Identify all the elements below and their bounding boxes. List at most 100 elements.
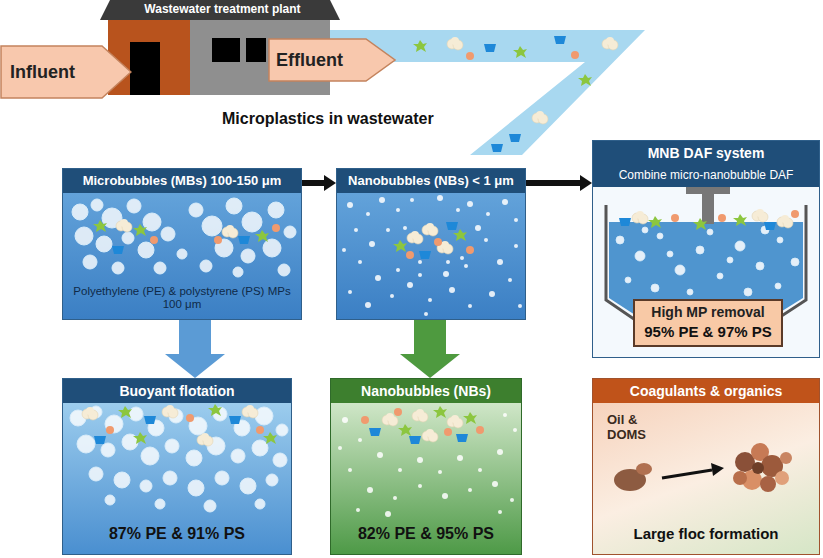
microbubbles [91, 199, 103, 211]
node-heading: Buoyant flotation [63, 379, 291, 403]
flotation-bubbles [122, 434, 138, 450]
nanobubbles [348, 468, 352, 472]
microbubbles [268, 202, 284, 218]
microplastic-particles [82, 404, 277, 446]
microplastic-particles [393, 222, 474, 259]
nanobubbles [367, 487, 373, 493]
floc-cluster [733, 443, 792, 492]
microplastic-particles [406, 251, 414, 259]
microplastic-particles [222, 225, 238, 238]
flotation-bubbles [141, 447, 159, 465]
tank-bubbles [727, 257, 733, 263]
tank-bubbles [616, 226, 799, 296]
flotation-bubbles [276, 424, 288, 436]
nanobubbles [438, 470, 442, 474]
microplastic-particles [446, 222, 458, 230]
microplastic-particles [82, 407, 98, 420]
tank-bubbles [675, 265, 685, 275]
microbubbles [112, 262, 124, 274]
floated-microplastics [791, 210, 799, 218]
tank-bubbles [761, 226, 769, 234]
microbubbles [189, 203, 203, 217]
flotation-bubbles [204, 500, 216, 512]
microplastic-particles [118, 406, 132, 418]
nanobubbles [446, 260, 450, 264]
microplastic-particles [93, 219, 280, 254]
flotation-bubbles [207, 437, 225, 455]
tank-bubbles [642, 227, 648, 233]
effluent-stream [554, 36, 566, 44]
nanobubbles [342, 195, 522, 316]
effluent-stream [484, 44, 496, 52]
nanobubbles [475, 225, 481, 231]
nanobubbles [358, 438, 362, 442]
node-text: Large floc formation [593, 525, 819, 542]
microplastic-particles [197, 433, 213, 446]
effluent-stream [491, 144, 503, 152]
effluent-stream [532, 111, 548, 124]
nanobubbles [456, 208, 460, 212]
floated-microplastics [632, 211, 648, 224]
process-panel: Microbubbles (MBs) 100-150 μmPolyethylen… [62, 168, 302, 320]
nanobubbles [460, 256, 464, 260]
flotation-bubbles [169, 409, 183, 423]
nanobubbles [396, 208, 400, 212]
flotation-bubbles [140, 480, 152, 492]
tank-bubbles [616, 236, 624, 244]
node-heading: Coagulants & organics [593, 379, 819, 403]
tank-bubbles [775, 283, 781, 289]
process-arrow [662, 470, 712, 478]
microplastic-particles [255, 230, 269, 242]
microplastic-particles [186, 414, 194, 422]
nanobubbles [424, 312, 428, 316]
floc-cluster [733, 471, 747, 485]
microplastic-particles [398, 424, 412, 436]
microplastic-particles [263, 432, 277, 444]
nanobubbles [518, 304, 522, 308]
microplastic-particles [361, 406, 484, 444]
flotation-bubbles [213, 407, 227, 421]
flotation-bubbles [186, 450, 202, 466]
floated-microplastics [777, 215, 793, 228]
nanobubbles [403, 226, 407, 230]
flotation-bubbles [231, 449, 245, 463]
nanobubbles [418, 273, 422, 277]
nanobubbles [497, 449, 503, 455]
nanobubbles [379, 197, 385, 203]
block-arrow [400, 320, 460, 378]
plant-building [212, 38, 240, 62]
node-heading: Nanobubbles (NBs) < 1 μm [337, 169, 525, 193]
flotation-bubbles [255, 499, 265, 509]
node-text: Combine micro-nanobubble DAF [593, 165, 819, 187]
flotation-bubbles [70, 410, 86, 426]
microplastic-particles [150, 236, 158, 244]
arrow-shape [0, 45, 132, 99]
microplastic-particles [272, 224, 280, 232]
nanobubbles [489, 291, 495, 297]
nanobubbles [410, 198, 414, 202]
tank-bubbles [635, 251, 645, 261]
flotation-tank [592, 186, 820, 358]
microbubbles [122, 232, 134, 244]
floc-cluster [775, 471, 789, 485]
nanobubbles [428, 298, 432, 302]
flotation-bubbles [252, 440, 268, 456]
node-heading: MNB DAF system [593, 141, 819, 165]
nanobubbles [514, 218, 518, 222]
nanobubbles [498, 510, 502, 514]
tank-bubbles [687, 289, 693, 295]
nanobubbles [354, 228, 358, 232]
microplastic-particles [407, 231, 423, 244]
tank-bubbles [657, 233, 663, 239]
microplastic-particles [242, 405, 258, 418]
flotation-bubbles [105, 495, 115, 505]
floc-cluster [751, 443, 769, 461]
microplastic-particles [444, 428, 452, 436]
floc-cluster [742, 470, 762, 490]
flotation-bubbles [114, 472, 130, 488]
oil-droplet [614, 463, 652, 491]
plant-building [130, 42, 160, 95]
microplastic-particles [463, 412, 477, 424]
nanobubbles [513, 428, 517, 432]
